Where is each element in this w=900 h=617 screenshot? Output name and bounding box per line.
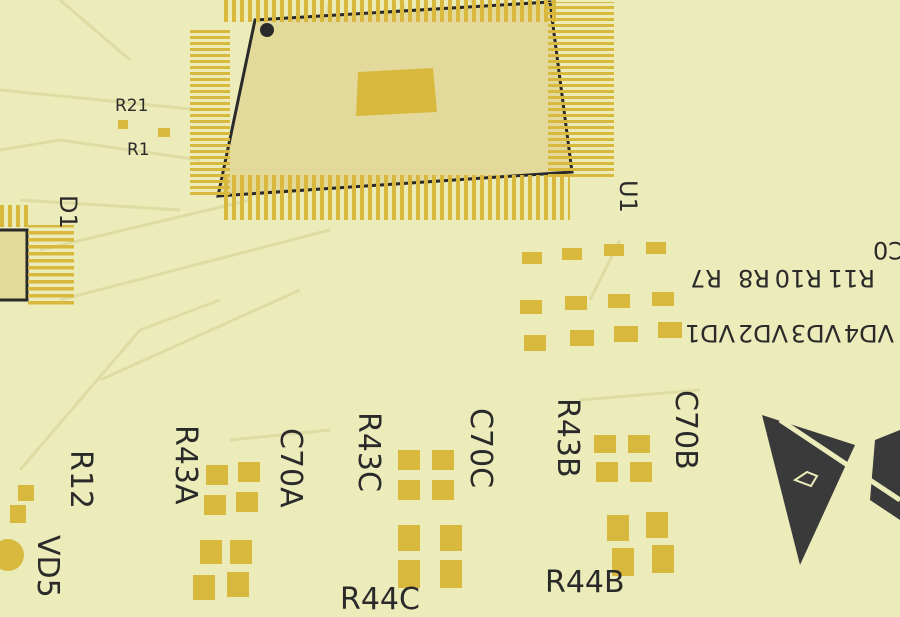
label-vd3: VD3 xyxy=(790,319,841,347)
label-vd2: VD2 xyxy=(737,319,788,347)
label-r10: R10 xyxy=(774,264,822,292)
label-r43c: R43C xyxy=(351,412,386,492)
label-r43a: R43A xyxy=(168,425,203,505)
label-vd5: VD5 xyxy=(30,535,65,598)
label-c70c: C70C xyxy=(463,408,498,489)
label-r7: R7 xyxy=(690,264,722,292)
label-c0: C0 xyxy=(872,236,900,264)
esd-warning-icon xyxy=(762,415,900,565)
label-r44b: R44B xyxy=(545,565,625,600)
label-r12: R12 xyxy=(63,450,98,510)
label-r11: R11 xyxy=(827,264,875,292)
label-d1: D1 xyxy=(54,195,82,229)
smd-pads xyxy=(0,120,682,600)
pcb-render xyxy=(0,0,900,600)
label-r8: R8 xyxy=(738,264,770,292)
ic-u1 xyxy=(190,0,614,220)
label-c70b: C70B xyxy=(668,390,703,470)
label-r43b: R43B xyxy=(550,398,585,478)
diode-d1 xyxy=(0,205,74,305)
label-u1: U1 xyxy=(614,180,642,213)
label-r21: R21 xyxy=(115,96,149,116)
label-c70a: C70A xyxy=(273,428,308,508)
label-vd4: VD4 xyxy=(843,319,894,347)
label-r1: R1 xyxy=(127,140,150,160)
label-r44c: R44C xyxy=(340,582,420,617)
label-vd1: VD1 xyxy=(684,319,735,347)
